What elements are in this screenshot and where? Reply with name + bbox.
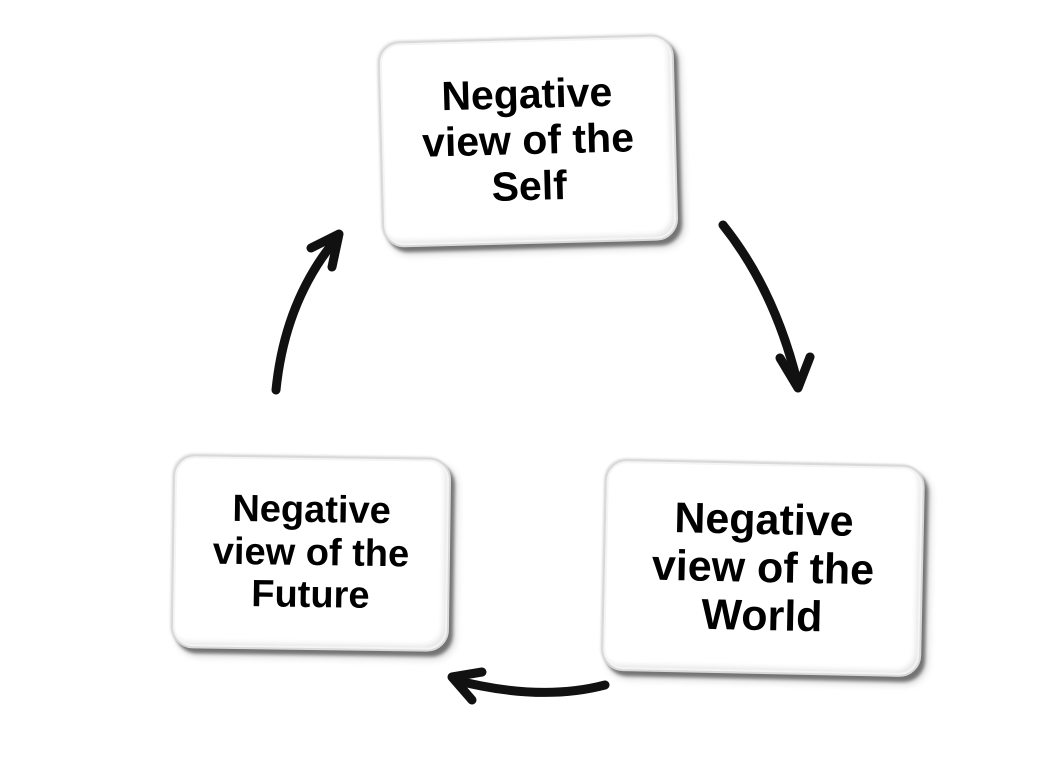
node-label: Negative view of the World (651, 493, 875, 642)
arrow-future-to-self (271, 229, 344, 395)
arrow-self-to-world (718, 220, 815, 393)
node-negative-view-of-self: Negative view of the Self (377, 34, 679, 248)
node-negative-view-of-world: Negative view of the World (600, 458, 926, 678)
node-negative-view-of-future: Negative view of the Future (170, 454, 452, 652)
node-label: Negative view of the Self (421, 68, 635, 210)
node-label: Negative view of the Future (212, 488, 410, 618)
arrow-world-to-future (447, 667, 610, 705)
